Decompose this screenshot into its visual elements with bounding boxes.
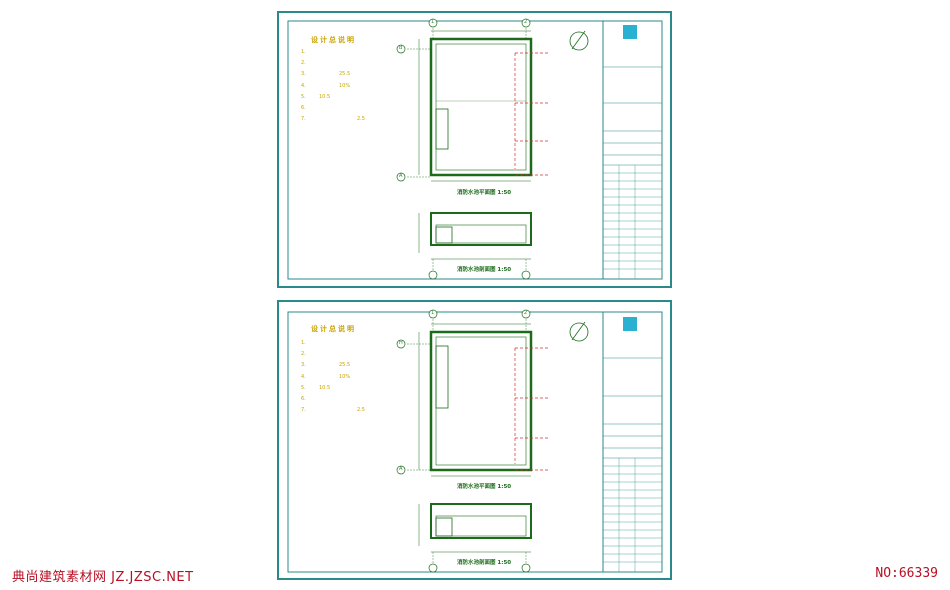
drawing-sheet-2: 设计总说明 1. 2. 3. 25.5 4. 10% 5. 10.5 6. 7.… (277, 300, 672, 580)
section-caption: 消防水池剖面图 1:50 (457, 267, 512, 273)
id-watermark: NO:66339 (875, 566, 938, 581)
note-line: 7. (301, 116, 306, 122)
note-line: 3. (301, 362, 306, 368)
note-line: 2. (301, 351, 306, 357)
note-line: 3. (301, 71, 306, 77)
notes-title: 设计总说明 (311, 36, 356, 44)
axis-label: 2 (524, 310, 528, 316)
note-line: 2. (301, 60, 306, 66)
plan-caption: 消防水池平面图 1:50 (457, 190, 512, 196)
note-value: 10.5 (319, 385, 331, 391)
logo-icon (623, 317, 637, 331)
note-value: 10% (339, 374, 351, 380)
axis-label: B (399, 45, 403, 51)
note-value: 2.5 (357, 116, 365, 122)
note-line: 1. (301, 340, 306, 346)
axis-label: A (399, 466, 403, 472)
plan-caption: 消防水池平面图 1:50 (457, 484, 512, 490)
section-caption: 消防水池剖面图 1:50 (457, 560, 512, 566)
note-line: 6. (301, 105, 306, 111)
note-value: 2.5 (357, 407, 365, 413)
note-line: 7. (301, 407, 306, 413)
axis-label: 1 (431, 310, 435, 316)
axis-label: H (399, 340, 403, 346)
drawing-canvas-1 (287, 18, 663, 280)
axis-label: 2 (524, 19, 528, 25)
note-line: 6. (301, 396, 306, 402)
note-line: 1. (301, 49, 306, 55)
site-watermark: 典尚建筑素材网 JZ.JZSC.NET (12, 570, 194, 585)
note-line: 5. (301, 385, 306, 391)
notes-title: 设计总说明 (311, 325, 356, 333)
note-line: 5. (301, 94, 306, 100)
note-value: 10.5 (319, 94, 331, 100)
note-line: 4. (301, 374, 306, 380)
drawing-canvas-2 (287, 309, 663, 573)
note-value: 25.5 (339, 362, 351, 368)
axis-label: 1 (431, 19, 435, 25)
logo-icon (623, 25, 637, 39)
axis-label: A (399, 173, 403, 179)
note-value: 25.5 (339, 71, 351, 77)
note-line: 4. (301, 83, 306, 89)
drawing-sheet-1: 设计总说明 1. 2. 3. 25.5 4. 10% 5. 10.5 6. 7.… (277, 11, 672, 288)
note-value: 10% (339, 83, 351, 89)
